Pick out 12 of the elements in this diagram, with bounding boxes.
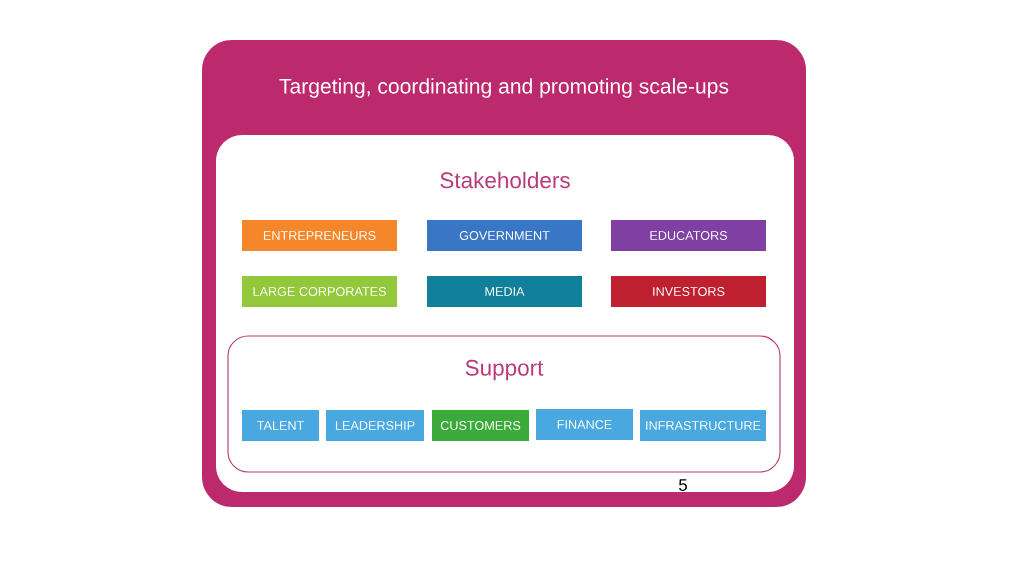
label-box: LEADERSHIP [326, 410, 424, 441]
label-box: TALENT [242, 410, 319, 441]
label-box: CUSTOMERS [432, 410, 529, 441]
label-box: INVESTORS [611, 276, 766, 307]
label-box: FINANCE [536, 409, 633, 440]
label-box: INFRASTRUCTURE [640, 410, 766, 441]
label-box: MEDIA [427, 276, 582, 307]
label-box: GOVERNMENT [427, 220, 582, 251]
label-box: ENTREPRENEURS [242, 220, 397, 251]
label-box: LARGE CORPORATES [242, 276, 397, 307]
page-number: 5 [679, 479, 687, 491]
label-box: EDUCATORS [611, 220, 766, 251]
